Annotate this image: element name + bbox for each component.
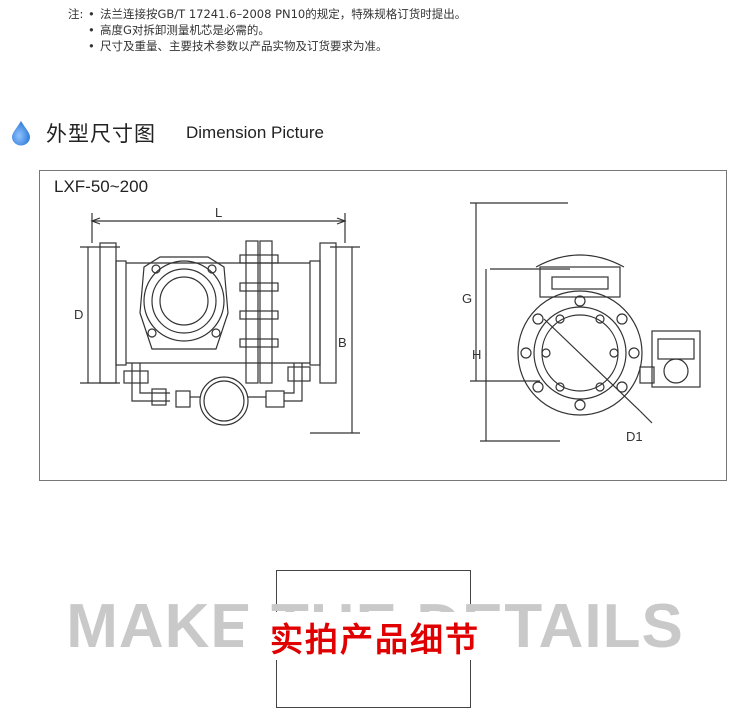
note-line-3: • 尺寸及重量、主要技术参数以产品实物及订货要求为准。: [68, 38, 466, 54]
note-line-1: 注: • 法兰连接按GB/T 17241.6–2008 PN10的规定，特殊规格…: [68, 6, 466, 22]
banner-text-mask: [243, 612, 505, 660]
note-bullet: •: [88, 7, 95, 21]
water-drop-icon: [12, 121, 30, 146]
dim-label-B: B: [338, 335, 347, 350]
note-line-2: • 高度G对拆卸测量机芯是必需的。: [68, 22, 466, 38]
dim-label-D1: D1: [626, 429, 643, 444]
dim-label-D: D: [74, 307, 83, 322]
banner-title: 实拍产品细节: [270, 620, 480, 659]
note-text-2: 高度G对拆卸测量机芯是必需的。: [100, 23, 270, 37]
model-label: LXF-50~200: [54, 177, 149, 196]
note-lead: 注:: [68, 7, 84, 21]
dim-label-G: G: [462, 291, 472, 306]
section-title-cn: 外型尺寸图: [46, 122, 156, 146]
note-text-1: 法兰连接按GB/T 17241.6–2008 PN10的规定，特殊规格订货时提出…: [100, 7, 467, 21]
dimension-drawing-frame: LXF-50~200: [39, 170, 727, 481]
notes-block: 注: • 法兰连接按GB/T 17241.6–2008 PN10的规定，特殊规格…: [68, 6, 466, 54]
note-text-3: 尺寸及重量、主要技术参数以产品实物及订货要求为准。: [100, 39, 388, 53]
section-heading: 外型尺寸图 Dimension Picture: [10, 118, 324, 148]
note-bullet: •: [88, 39, 95, 53]
note-bullet: •: [88, 23, 95, 37]
dim-label-H: H: [472, 347, 481, 362]
dim-label-L: L: [215, 205, 222, 220]
section-title-en: Dimension Picture: [186, 123, 324, 142]
dimension-drawing: L D B G H D1: [74, 202, 701, 444]
